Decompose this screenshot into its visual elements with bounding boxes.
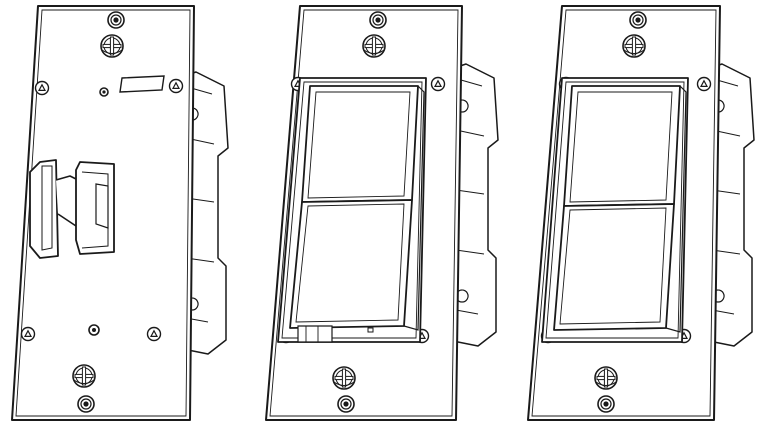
rocker-switch-with-led-panel — [265, 5, 499, 421]
toggle-switch-panel — [11, 5, 229, 421]
mounting-screw-icon — [72, 364, 96, 388]
corner-screw-icon — [146, 326, 162, 342]
corner-screw-icon — [34, 80, 50, 96]
mounting-screw-icon — [594, 366, 618, 390]
led-indicator — [367, 327, 374, 333]
led-tab — [297, 325, 333, 343]
mounting-screw-icon — [362, 34, 386, 58]
screw-hole-icon — [597, 395, 615, 413]
indicator-slot — [119, 75, 165, 93]
mounting-screw-icon — [622, 34, 646, 58]
screw-hole-icon — [77, 395, 95, 413]
rocker-paddle — [289, 85, 425, 331]
screw-hole-icon — [369, 11, 387, 29]
mounting-screw-icon — [332, 366, 356, 390]
corner-screw-icon — [696, 76, 712, 92]
screw-hole-icon — [629, 11, 647, 29]
rocker-paddle — [553, 85, 687, 333]
screw-hole-icon — [107, 11, 125, 29]
toggle-lever — [29, 159, 115, 259]
corner-screw-icon — [430, 76, 446, 92]
screw-hole-icon — [337, 395, 355, 413]
rocker-switch-panel — [527, 5, 755, 421]
mounting-screw-icon — [100, 34, 124, 58]
corner-screw-icon — [168, 78, 184, 94]
corner-screw-icon — [20, 326, 36, 342]
